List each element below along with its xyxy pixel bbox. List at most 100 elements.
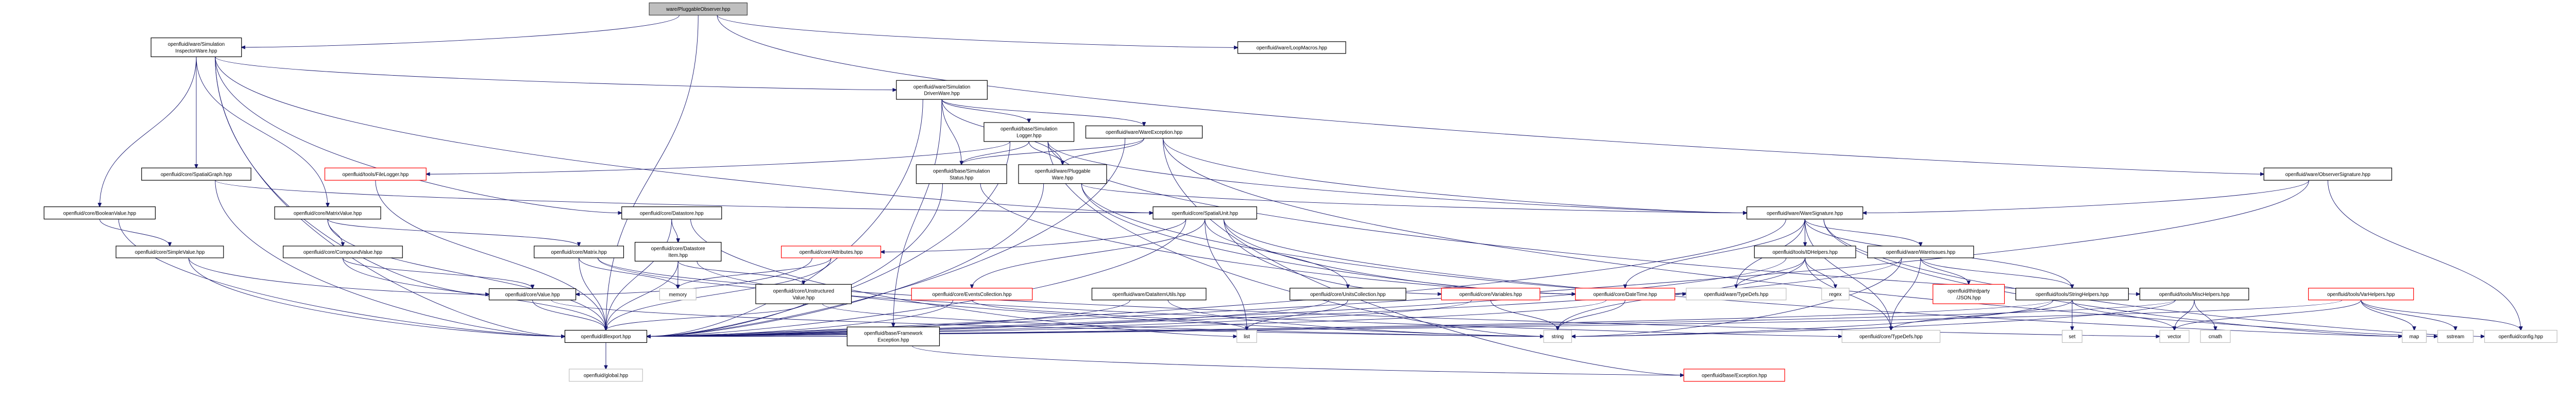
node-box [1746,206,1863,220]
edge-dtime-to-dll [647,300,1607,337]
edge-mval-to-matrix [327,219,579,246]
node-box [1153,206,1257,220]
edge-sunit-to-vars [1223,219,1441,294]
node-openfluid-dllexport-hpp[interactable]: openfluid/dllexport.hpp [564,329,648,343]
node-sstream: sstream [2437,329,2474,343]
node-label: openfluid/global.hpp [584,373,628,379]
edge-siw-to-sdw [215,56,896,90]
node-label: openfluid/core/SimpleValue.hpp [135,250,205,255]
node-label: Value.hpp [792,295,815,301]
edge-varh-to-dll [647,300,2343,337]
node-label: ware/PluggableObserver.hpp [666,7,730,12]
node-label: openfluid/core/SpatialGraph.hpp [161,172,232,178]
node-openfluid-tools-filelogger-hpp[interactable]: openfluid/tools/FileLogger.hpp [324,167,427,181]
edge-cval-to-dll [342,257,606,330]
node-box [141,167,251,181]
node-box [659,288,697,301]
edge-pware-to-dtime [1081,183,1575,294]
edge-attr-to-value [576,257,812,294]
node-box [2062,329,2082,343]
node-openfluid-core-spatialgraph-hpp[interactable]: openfluid/core/SpatialGraph.hpp [141,167,251,181]
edge-ucol-to-list [1247,300,1348,330]
edge-wiss-to-json [1920,257,1969,284]
node-label: /JSON.hpp [1957,295,1981,301]
include-dependency-graph: ware/PluggableObserver.hpp openfluid/ware… [43,2,2557,382]
node-label: set [2069,334,2076,340]
node-box [1867,246,1974,258]
edge-siw-to-mval [196,57,328,206]
node-openfluid-core-unitscollection-hpp[interactable]: openfluid/core/UnitsCollection.hpp [1290,288,1406,301]
node-openfluid-core-attributes-hpp[interactable]: openfluid/core/Attributes.hpp [781,246,882,258]
edge-sunit-to-list [1205,219,1247,330]
edge-wsig-to-map [1823,219,2402,337]
edge-siw-to-bval [99,57,197,206]
node-openfluid-core-simplevalue-hpp[interactable]: openfluid/core/SimpleValue.hpp [115,246,224,258]
node-openfluid-core-variables-hpp[interactable]: openfluid/core/Variables.hpp [1441,288,1540,301]
node-label: openfluid/core/Matrix.hpp [551,250,606,255]
edge-matrix-to-vector [597,257,2160,337]
edge-siw-to-sunit [215,57,1153,213]
node-label: openfluid/ware/WareIssues.hpp [1886,250,1956,255]
edge-sdw-to-fexc [893,99,942,327]
node-openfluid-ware-dataitemutils-hpp[interactable]: openfluid/ware/DataItemUtils.hpp [1091,288,1207,301]
node-label: openfluid/core/DateTime.hpp [1594,292,1657,298]
node-openfluid-tools-varhelpers-hpp[interactable]: openfluid/tools/VarHelpers.hpp [2308,288,2414,301]
node-openfluid-ware-waresignature-hpp[interactable]: openfluid/ware/WareSignature.hpp [1746,206,1863,220]
node-ware-pluggableobserver-hpp[interactable]: ware/PluggableObserver.hpp [649,2,748,16]
node-openfluid-core-booleanvalue-hpp[interactable]: openfluid/core/BooleanValue.hpp [43,206,156,220]
node-openfluid-base-exception-hpp[interactable]: openfluid/base/Exception.hpp [1683,369,1785,382]
edge-uval-to-dll [606,303,804,330]
edge-strh-to-string [1572,300,2054,337]
node-label: openfluid/base/Exception.hpp [1702,373,1767,379]
node-box [2139,288,2249,301]
node-openfluid-core-spatialunit-hpp[interactable]: openfluid/core/SpatialUnit.hpp [1153,206,1257,220]
node-box [1933,284,2005,304]
node-openfluid-ware-wareissues-hpp[interactable]: openfluid/ware/WareIssues.hpp [1867,246,1974,258]
node-openfluid-core-matrixvalue-hpp[interactable]: openfluid/core/MatrixValue.hpp [274,206,381,220]
node-box [2484,329,2557,343]
node-label: Exception.hpp [877,338,909,343]
node-box [569,369,643,382]
node-openfluid-core-compoundvalue-hpp[interactable]: openfluid/core/CompoundValue.hpp [283,246,403,258]
node-label: openfluid/core/UnitsCollection.hpp [1310,292,1385,298]
node-openfluid-tools-idhelpers-hpp[interactable]: openfluid/tools/IDHelpers.hpp [1754,246,1856,258]
node-openfluid-core-datastore-hpp[interactable]: openfluid/core/Datastore.hpp [621,206,722,220]
node-box [115,246,224,258]
node-openfluid-core-value-hpp[interactable]: openfluid/core/Value.hpp [488,288,577,301]
node-openfluid-ware-wareexception-hpp[interactable]: openfluid/ware/WareException.hpp [1085,125,1203,138]
edge-sval-to-value [188,257,489,294]
edge-slog-to-wsig [1047,141,1747,213]
node-label: Item.hpp [668,253,688,258]
node-openfluid-thirdparty-json-hpp[interactable]: openfluid/thirdparty/JSON.hpp [1933,284,2005,304]
node-openfluid-core-datetime-hpp[interactable]: openfluid/core/DateTime.hpp [1575,288,1675,301]
node-label: Status.hpp [950,175,973,181]
edge-misch-to-cmath [2194,300,2215,330]
edge-evcol-to-list [972,300,1247,330]
node-box [43,206,156,220]
node-openfluid-core-matrix-hpp[interactable]: openfluid/core/Matrix.hpp [534,246,624,258]
node-box [274,206,381,220]
node-box [916,164,1007,184]
node-box [1683,369,1785,382]
edge-flog-to-dll [375,180,606,330]
node-openfluid-ware-loopmacros-hpp[interactable]: openfluid/ware/LoopMacros.hpp [1237,41,1346,54]
node-openfluid-ware-observersignature-hpp[interactable]: openfluid/ware/ObserverSignature.hpp [2263,167,2392,181]
node-openfluid-config-hpp: openfluid/config.hpp [2484,329,2557,343]
node-openfluid-ware-simulationinspectorware-hpp[interactable]: openfluid/ware/SimulationInspectorWare.h… [150,37,242,57]
node-list: list [1236,329,1257,343]
edge-siw-to-value [215,57,489,294]
edge-bval-to-sval [99,219,170,246]
node-openfluid-tools-stringhelpers-hpp[interactable]: openfluid/tools/StringHelpers.hpp [2015,288,2129,301]
node-box [2159,329,2190,343]
node-label: Logger.hpp [1016,133,1041,139]
node-openfluid-core-eventscollection-hpp[interactable]: openfluid/core/EventsCollection.hpp [911,288,1033,301]
edge-attr-to-memory [678,257,832,289]
node-openfluid-tools-mischelpers-hpp[interactable]: openfluid/tools/MiscHelpers.hpp [2139,288,2249,301]
